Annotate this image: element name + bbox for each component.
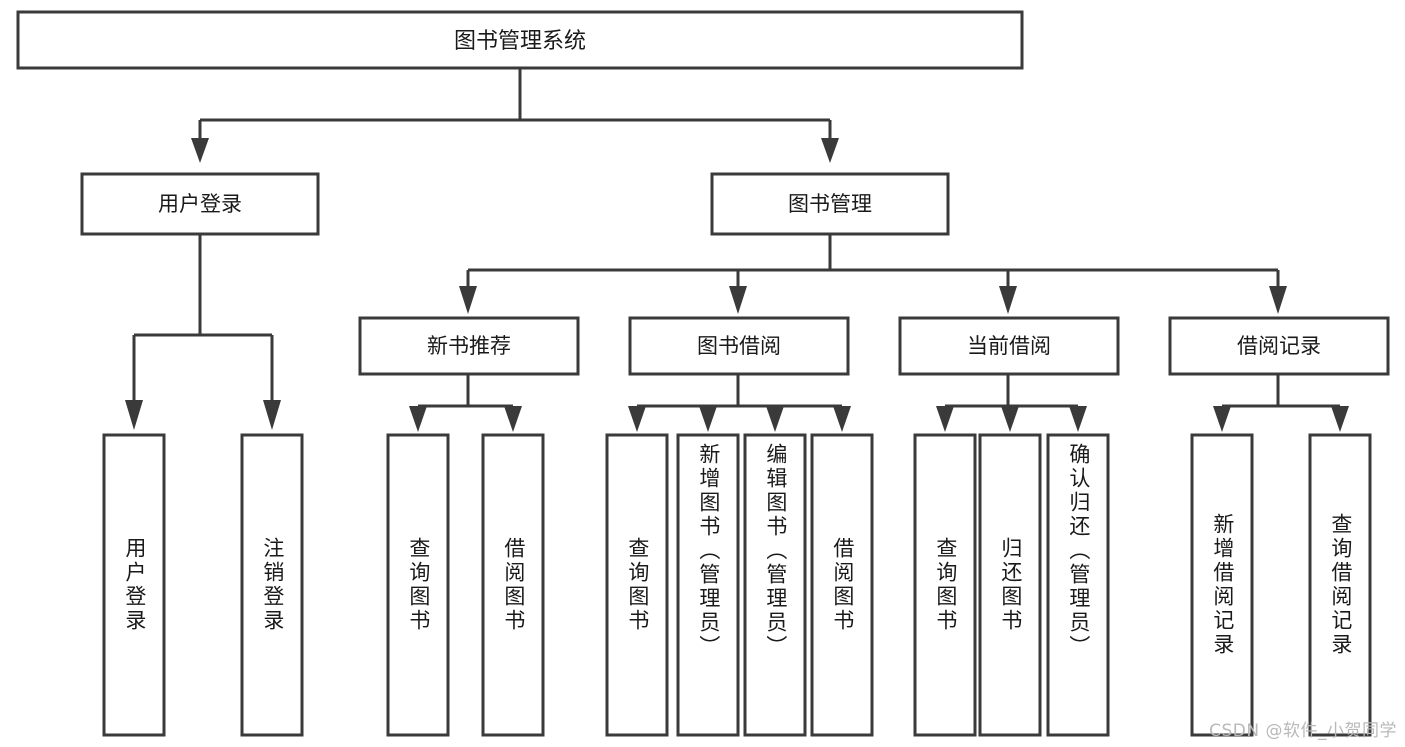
arrow-book-mgmt-to-newbook <box>459 286 477 314</box>
node-book-management[interactable]: 图书管理 <box>710 172 950 236</box>
arrow-record-to-leaf2 <box>1331 406 1349 432</box>
leaf-boxes <box>102 433 1372 737</box>
leaf-box-query-borrow-record[interactable] <box>1308 433 1372 737</box>
node-root[interactable]: 图书管理系统 <box>16 10 1024 70</box>
leaf-box-add-book-admin[interactable] <box>676 433 740 737</box>
edge-group-root <box>191 68 839 163</box>
node-current-borrow-label: 当前借阅 <box>967 334 1051 358</box>
edge-group-current <box>936 374 1087 432</box>
leaf-box-borrow-book-newbook[interactable] <box>481 433 545 737</box>
node-book-borrow[interactable]: 图书借阅 <box>628 316 850 376</box>
edge-group-record <box>1213 374 1349 432</box>
arrow-borrow-to-leaf2 <box>699 406 717 432</box>
edge-group-newbook <box>409 374 522 432</box>
arrow-current-to-leaf3 <box>1069 406 1087 432</box>
node-book-borrow-box[interactable] <box>628 316 850 376</box>
node-user-login-box[interactable] <box>80 172 320 236</box>
leaf-box-borrow-book[interactable] <box>810 433 874 737</box>
node-book-borrow-label: 图书借阅 <box>697 334 781 358</box>
node-current-borrow[interactable]: 当前借阅 <box>898 316 1120 376</box>
leaf-box-query-book-borrow[interactable] <box>605 433 669 737</box>
arrow-book-mgmt-to-current <box>999 286 1017 314</box>
node-borrow-record-label: 借阅记录 <box>1237 334 1321 358</box>
leaf-box-confirm-return-admin[interactable] <box>1046 433 1110 737</box>
arrow-root-to-book-mgmt <box>821 138 839 163</box>
node-root-label: 图书管理系统 <box>454 29 586 54</box>
edge-group-user-login <box>125 234 281 430</box>
arrow-user-login-to-leaf1 <box>125 400 143 430</box>
node-book-management-box[interactable] <box>710 172 950 236</box>
leaf-box-add-borrow-record[interactable] <box>1190 433 1254 737</box>
node-root-box[interactable] <box>16 10 1024 70</box>
csdn-watermark: CSDN @软件_小贺同学 <box>1209 721 1397 741</box>
node-new-book-recommend-box[interactable] <box>358 316 580 376</box>
arrow-book-mgmt-to-record <box>1269 286 1287 314</box>
node-new-book-recommend[interactable]: 新书推荐 <box>358 316 580 376</box>
leaf-box-query-book-current[interactable] <box>913 433 977 737</box>
node-user-login[interactable]: 用户登录 <box>80 172 320 236</box>
leaf-box-query-book-newbook[interactable] <box>386 433 450 737</box>
arrow-book-mgmt-to-borrow <box>729 286 747 314</box>
arrow-record-to-leaf1 <box>1213 406 1231 432</box>
edge-group-book-mgmt <box>459 234 1287 314</box>
node-new-book-recommend-label: 新书推荐 <box>427 334 511 358</box>
arrow-root-to-user-login <box>191 138 209 163</box>
node-borrow-record[interactable]: 借阅记录 <box>1168 316 1390 376</box>
arrow-user-login-to-leaf2 <box>263 400 281 430</box>
leaf-box-edit-book-admin[interactable] <box>743 433 807 737</box>
arrow-current-to-leaf1 <box>936 406 954 432</box>
arrow-borrow-to-leaf1 <box>628 406 646 432</box>
arrow-borrow-to-leaf4 <box>833 406 851 432</box>
node-borrow-record-box[interactable] <box>1168 316 1390 376</box>
node-current-borrow-box[interactable] <box>898 316 1120 376</box>
leaf-box-return-book[interactable] <box>978 433 1042 737</box>
edge-group-borrow <box>628 374 851 432</box>
node-book-management-label: 图书管理 <box>788 192 872 216</box>
arrow-newbook-to-leaf1 <box>409 406 427 432</box>
leaf-box-logout[interactable] <box>240 433 304 737</box>
node-user-login-label: 用户登录 <box>158 192 242 216</box>
leaf-box-user-login[interactable] <box>102 433 166 737</box>
arrow-newbook-to-leaf2 <box>504 406 522 432</box>
arrow-current-to-leaf2 <box>1001 406 1019 432</box>
arrow-borrow-to-leaf3 <box>766 406 784 432</box>
